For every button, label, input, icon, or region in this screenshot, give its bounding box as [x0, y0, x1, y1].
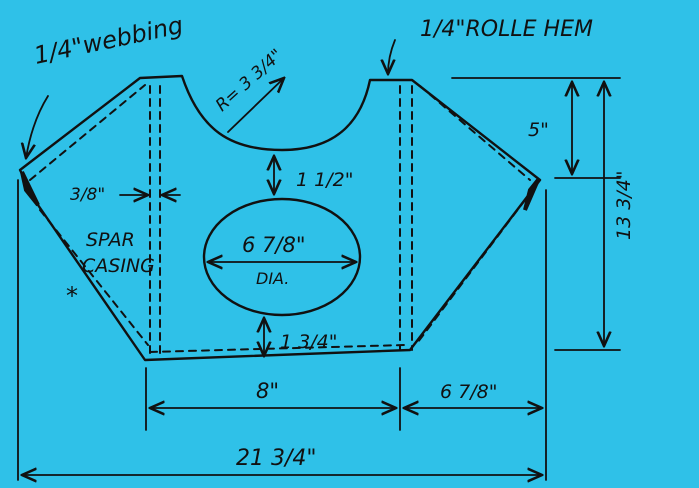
- rolle-hem-label: 1/4"ROLLE HEM: [420, 17, 593, 42]
- spar-width-label: 3/8": [70, 185, 105, 205]
- right-tip-reinforcement: [523, 178, 540, 211]
- left-spar-dashed: [149, 85, 161, 356]
- total-height-label: 13 3/4": [613, 170, 635, 240]
- pattern-outline: [18, 74, 542, 362]
- shoulder-drop-label: 5": [528, 119, 549, 141]
- radius-label: R= 3 3/4": [212, 45, 287, 115]
- left-edge-dashed: [29, 84, 149, 346]
- spar-casing-line2: CASING: [82, 255, 155, 277]
- hole-diameter-label: 6 7/8": [242, 233, 306, 257]
- spar-casing-line1: SPAR: [86, 229, 135, 251]
- left-tip-reinforcement: [20, 171, 40, 207]
- hole-dia-abbr: DIA.: [256, 269, 289, 288]
- center-width-label: 8": [256, 379, 279, 403]
- center-hole: [202, 197, 362, 317]
- right-spar-dashed: [399, 85, 413, 351]
- webbing-label: 1/4"webbing: [31, 11, 185, 70]
- wing-width-label: 6 7/8": [440, 381, 497, 403]
- bottom-gap-label: 1 3/4": [280, 331, 337, 353]
- rolle-hem-pointer: [388, 39, 396, 74]
- radius-arrow: [227, 78, 284, 133]
- right-edge-dashed: [417, 85, 531, 343]
- webbing-pointer: [26, 95, 49, 158]
- total-width-label: 21 3/4": [236, 446, 317, 471]
- asterisk-mark: *: [66, 282, 78, 310]
- bottom-edge-dashed: [149, 344, 406, 353]
- neck-drop-label: 1 1/2": [296, 169, 353, 191]
